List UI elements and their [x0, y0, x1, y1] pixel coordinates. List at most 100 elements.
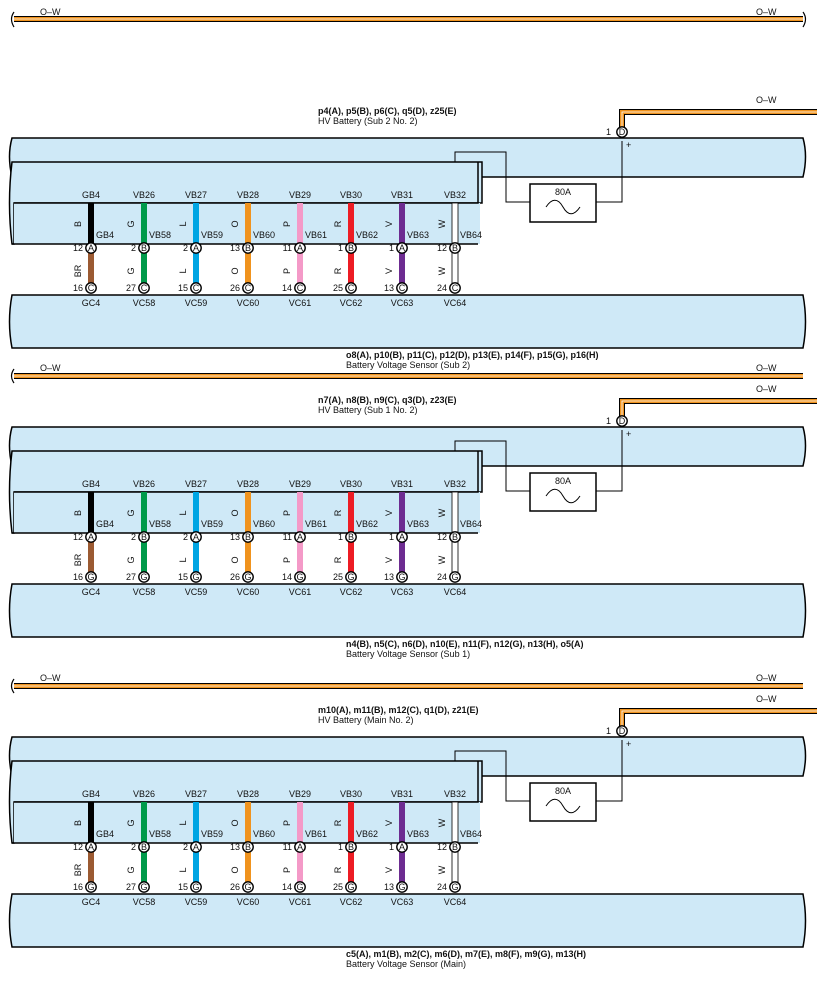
pin-number: 27 [126, 283, 136, 293]
wire-segment-lower [245, 538, 251, 577]
wire-segment-lower [297, 538, 303, 577]
wire-color-code: B [73, 510, 83, 516]
terminal-label-top: VB28 [237, 190, 259, 200]
pin-number: 25 [333, 572, 343, 582]
fuse-rating: 80A [555, 786, 571, 796]
wire-label: O–W [40, 7, 61, 17]
wire-label: O–W [756, 363, 777, 373]
terminal-label-side: VB58 [149, 519, 171, 529]
terminal-label-bottom: VC58 [133, 587, 156, 597]
wire-segment-upper [193, 802, 199, 843]
fuse-pin [616, 126, 628, 138]
wire-color-code: V [384, 221, 394, 227]
positive-sign: + [626, 429, 631, 439]
connector-pin-letter: A [297, 842, 303, 852]
fuse-icon [545, 199, 581, 215]
wire-segment-lower [141, 249, 147, 288]
terminal-label-top: VB31 [391, 190, 413, 200]
wire-color-code: L [178, 867, 188, 872]
connector-pin [85, 881, 97, 893]
connector-pin-letter: A [193, 243, 199, 253]
connector-pin-letter: G [451, 882, 458, 892]
wire-segment-upper [348, 802, 354, 843]
terminal-label-top: VB27 [185, 789, 207, 799]
wire-color-code: G [126, 556, 136, 563]
terminal-label-bottom: VC64 [444, 897, 467, 907]
terminal-label-top: VB32 [444, 190, 466, 200]
positive-sign: + [626, 140, 631, 150]
connector-pin [85, 531, 97, 543]
connector-pin-letter: G [244, 572, 251, 582]
wire-color-code: L [178, 221, 188, 226]
wire-color-code: BR [73, 553, 83, 566]
wire-label: O–W [756, 384, 777, 394]
sensor-codes: o8(A), p10(B), p11(C), p12(D), p13(E), p… [346, 350, 599, 360]
connector-pin-letter: C [348, 283, 355, 293]
wire-color-code: W [437, 219, 447, 228]
wire-segment-lower [193, 249, 199, 288]
wire-color-code: W [437, 818, 447, 827]
pin-number: 13 [384, 882, 394, 892]
wire-color-code: O [230, 509, 240, 516]
terminal-label-side: VB60 [253, 230, 275, 240]
connector-pin-letter: B [141, 243, 147, 253]
pin-number: 11 [283, 842, 292, 852]
wire-segment-lower [193, 538, 199, 577]
terminal-label-side: VB60 [253, 519, 275, 529]
wire-segment-upper [88, 802, 94, 843]
pin-number: 24 [437, 572, 447, 582]
connector-pin [85, 242, 97, 254]
connector-pin-letter: B [348, 243, 354, 253]
connector-pin-letter: B [245, 243, 251, 253]
terminal-label-top: VB27 [185, 479, 207, 489]
connector-pin [396, 841, 408, 853]
wire-break-mark [10, 678, 15, 694]
connector-pin-letter: G [140, 572, 147, 582]
wire-label: O–W [756, 7, 777, 17]
wire-label: O–W [756, 95, 777, 105]
connector-step-line [14, 761, 479, 803]
connector-pin-letter: G [140, 882, 147, 892]
terminal-label-side: VB61 [305, 230, 327, 240]
connector-pin-letter: G [347, 882, 354, 892]
wire-segment-upper [245, 492, 251, 533]
wire-segment-upper [399, 492, 405, 533]
connector-pin-letter: C [193, 283, 200, 293]
terminal-label-top: VB29 [289, 479, 311, 489]
pin-number: 11 [283, 243, 292, 253]
battery-name: HV Battery (Main No. 2) [318, 715, 414, 725]
wire-color-code: L [178, 820, 188, 825]
terminal-label-bottom: VC64 [444, 298, 467, 308]
section-1: p4(A), p5(B), p6(C), q5(D), z25(E)HV Bat… [8, 95, 817, 370]
ow-wire-stripe [621, 710, 817, 731]
terminal-label-side: VB63 [407, 519, 429, 529]
connector-pin-letter: A [399, 243, 405, 253]
connector-pin [85, 571, 97, 583]
sensor-panel [8, 294, 807, 349]
wire-segment-upper [245, 203, 251, 244]
battery-name: HV Battery (Sub 2 No. 2) [318, 116, 418, 126]
terminal-label-top: GB4 [82, 789, 100, 799]
connector-pin [449, 571, 461, 583]
wire-color-code: R [333, 509, 343, 516]
terminal-label-bottom: VC60 [237, 897, 260, 907]
pin-number: 12 [437, 243, 447, 253]
fuse-lead-right [596, 141, 623, 203]
pin-number: 2 [183, 243, 188, 253]
wire-segment-lower [348, 249, 354, 288]
terminal-label-side: VB63 [407, 230, 429, 240]
pin-number: 1 [389, 532, 394, 542]
wire-segment-upper [297, 203, 303, 244]
pin-number: 26 [230, 882, 240, 892]
connector-pin-letter: B [348, 532, 354, 542]
wire-segment-lower [245, 249, 251, 288]
wire-color-code: P [282, 510, 292, 516]
connector-pin [138, 242, 150, 254]
